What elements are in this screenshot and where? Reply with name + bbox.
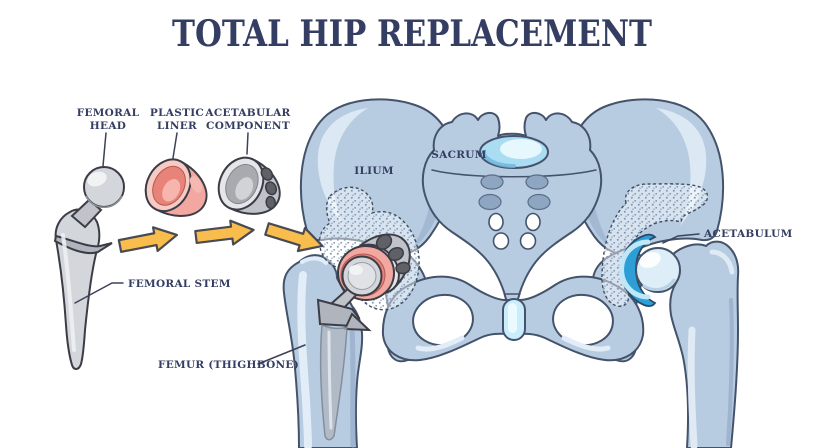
sacrum-illustration [421,112,603,309]
bone-graft-stipple-right [601,183,709,307]
label-acetabulum: ACETABULUM [703,228,793,240]
label-acetabular-component-line2: COMPONENT [206,120,290,132]
leader-line-plastic-liner [172,132,178,159]
label-acetabular-component-line1: ACETABULAR [204,107,290,119]
leader-line-femoral-head [102,132,107,167]
diagram-title: TOTAL HIP REPLACEMENT [172,13,652,55]
pubic-ring [381,275,645,362]
implant-stem-in-bone [319,323,348,441]
label-sacrum: SACRUM [431,149,486,161]
acetabular-component-illustration [217,156,281,215]
leader-line-acetabulum [662,233,700,244]
label-femoral-head-line1: FEMORAL [77,107,140,119]
assembly-arrow-icon [117,226,179,253]
label-femoral-head-line2: HEAD [90,120,126,132]
right-femur-illustration [669,240,740,448]
label-femur: FEMUR (THIGHBONE) [158,359,299,371]
label-ilium: ILIUM [354,165,394,177]
implanted-prosthesis-illustration [316,233,411,441]
leader-line-femoral-stem [74,282,124,304]
leader-line-femur [257,344,306,365]
femoral-implant-illustration [53,166,125,370]
assembly-arrow-icon [194,219,255,246]
label-femoral-stem: FEMORAL STEM [128,278,231,290]
leader-line-acetabular-component [246,132,249,155]
plastic-liner-illustration [144,158,208,217]
assembly-arrow-icon [264,222,324,253]
sacral-foramina [478,174,551,250]
pelvis-illustration [282,98,740,448]
acetabulum-cartilage-illustration [619,233,681,307]
label-plastic-liner-line1: PLASTIC [150,107,204,119]
label-plastic-liner-line2: LINER [157,120,197,132]
